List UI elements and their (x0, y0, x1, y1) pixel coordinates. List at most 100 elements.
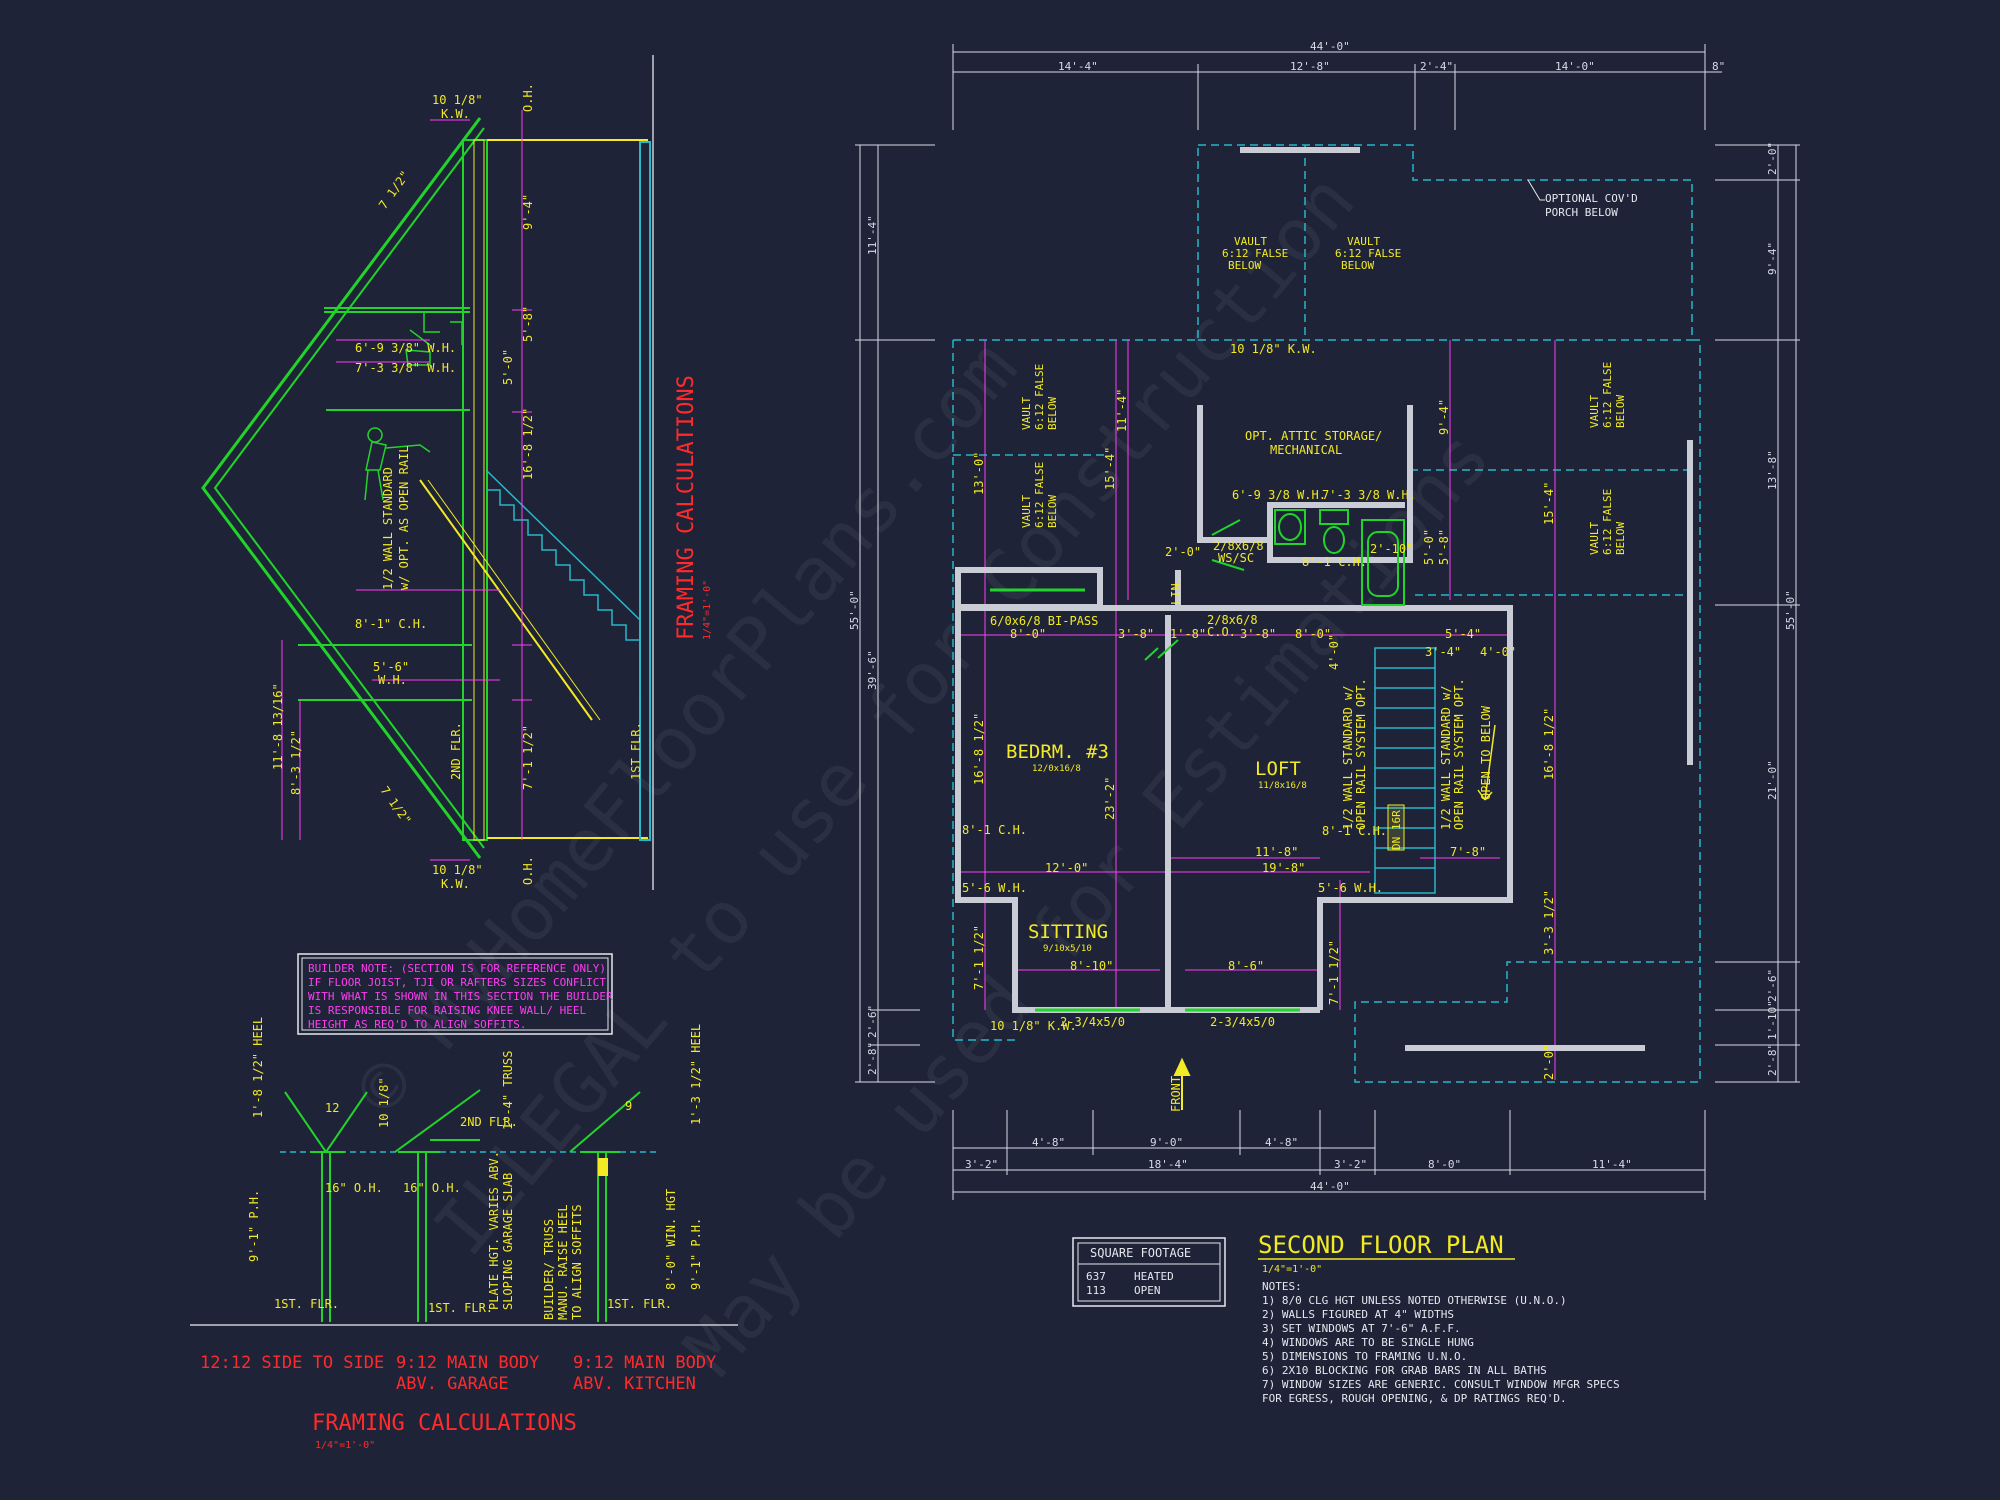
kw-note-2: 10 1/8" K.W. (990, 1019, 1077, 1033)
plan-wh55-1: 5'-6 W.H. (962, 881, 1027, 895)
porch-note-2: PORCH BELOW (1545, 206, 1618, 219)
plan-top-dim-2: 12'-8" (1290, 60, 1330, 73)
plan-right-dim-6: 2'-6" (1766, 969, 1779, 1002)
section-ch: 8'-1" C.H. (355, 617, 427, 631)
section-left-v2: 8'-3 1/2" (289, 730, 303, 795)
inner-dim-21: 15'-4" (1103, 447, 1117, 490)
stair-dn: DN 16R (1390, 810, 1403, 850)
inner-dim-9: 12'-0" (1045, 861, 1088, 875)
bedroom-name: BEDRM. #3 (1006, 741, 1109, 763)
open-below-arrow (1477, 724, 1496, 801)
plan-ch-bed: 8'-1 C.H. (962, 823, 1027, 837)
plan-bottom-dim-8: 11'-4" (1592, 1158, 1632, 1171)
plan-bottom-dim-7: 8'-0" (1428, 1158, 1461, 1171)
inner-dim-5: 8'-0" (1295, 627, 1331, 641)
plan-top-dim-5: 8" (1712, 60, 1725, 73)
note-4: 4) WINDOWS ARE TO BE SINGLE HUNG (1262, 1336, 1474, 1349)
section-v2: 5'-8" (521, 306, 535, 342)
sqft-row-2-label: OPEN (1134, 1284, 1161, 1297)
stair-dn-box (1387, 804, 1405, 851)
calc-truss: 1'-4" TRUSS (501, 1051, 515, 1130)
stair-rail-b (427, 479, 601, 721)
note-6: 6) 2X10 BLOCKING FOR GRAB BARS IN ALL BA… (1262, 1364, 1547, 1377)
inner-dim-17: 13'-0" (972, 452, 986, 495)
sink-figure (405, 311, 463, 366)
inner-dim-23: 15'-4" (1542, 482, 1556, 525)
rail-note-4: OPEN RAIL SYSTEM OPT. (1452, 678, 1466, 830)
vault-1-c: BELOW (1228, 259, 1261, 272)
builder-note-box (297, 953, 613, 1035)
section-v1: 9'-4" (521, 194, 535, 230)
kw-top-dim: 10 1/8" (432, 93, 483, 107)
plan-left-dim-2: 55'-0" (848, 590, 861, 630)
inner-dim-2: 3'-8" (1118, 627, 1154, 641)
inner-dim-1: 8'-0" (1010, 627, 1046, 641)
note-5: 5) DIMENSIONS TO FRAMING U.N.O. (1262, 1350, 1467, 1363)
calc-oh-1: 16" O.H. (325, 1181, 383, 1195)
sitting-name: SITTING (1028, 921, 1108, 943)
calc-flr-3: 1ST. FLR. (607, 1297, 672, 1311)
wsc-door-2: WS/SC (1218, 551, 1254, 565)
inner-dim-30: 2'-0" (1542, 1044, 1556, 1080)
plan-top-total: 44'-0" (1310, 40, 1350, 53)
plan-below-outlines (952, 144, 1701, 1083)
calc-12-label: 12 (325, 1101, 339, 1115)
loft-name: LOFT (1255, 758, 1301, 780)
plan-right-dim-1: 2'-0" (1766, 142, 1779, 175)
roof-outline-inner (213, 127, 485, 849)
note-7: 7) WINDOW SIZES ARE GENERIC. CONSULT WIN… (1262, 1378, 1620, 1391)
vault-1-a: VAULT (1234, 235, 1267, 248)
bottom-scale: 1/4"=1'-0" (315, 1440, 375, 1451)
square-footage-table: SQUARE FOOTAGE 637 HEATED 113 OPEN (1072, 1237, 1226, 1307)
section-1st-flr: 1ST FLR. (629, 722, 643, 780)
open-below: OPEN TO BELOW (1479, 705, 1493, 800)
sqft-row-2-value: 113 (1086, 1284, 1106, 1297)
inner-dim-22: 9'-4" (1437, 399, 1451, 435)
plan-left-dim-4: 2'-6" (866, 1005, 879, 1038)
builder-note: BUILDER NOTE: (SECTION IS FOR REFERENCE … (297, 953, 613, 1035)
plan-wh-1: 6'-9 3/8 W.H. (1232, 488, 1326, 502)
note-2: 2) WALLS FIGURED AT 4" WIDTHS (1262, 1308, 1454, 1321)
vault-4-c: BELOW (1046, 495, 1059, 528)
plan-windows (990, 588, 1300, 1012)
stair-stringer (485, 469, 641, 621)
plan-right-dim-2: 9'-4" (1766, 242, 1779, 275)
co-door: 2/8x6/8 (1207, 613, 1258, 627)
plan-right-dim-5: 21'-0" (1766, 760, 1779, 800)
attic-note-2: MECHANICAL (1270, 443, 1342, 457)
wsc-door: 2/8x6/8 (1213, 539, 1264, 553)
section-wh2: 7'-3 3/8" W.H. (355, 361, 456, 375)
section-wh3: 5'-6" (373, 660, 409, 674)
plan-scale: 1/4"=1'-0" (1262, 1264, 1322, 1275)
inner-dim-26: 5'-8" (1437, 529, 1451, 565)
plan-bottom-dim-6: 3'-2" (1334, 1158, 1367, 1171)
co-door-2: C.O. (1207, 625, 1236, 639)
calc-label-1: 12:12 SIDE TO SIDE (200, 1353, 384, 1373)
builder-note-line-1: BUILDER NOTE: (SECTION IS FOR REFERENCE … (308, 962, 606, 975)
rail-note-1: 1/2 WALL STANDARD w/ (1341, 686, 1355, 831)
oh-bottom: O.H. (521, 856, 535, 885)
plan-top-dim-1: 14'-4" (1058, 60, 1098, 73)
vault-1-b: 6:12 FALSE (1222, 247, 1288, 260)
inner-dim-24: 16'-8 1/2" (1542, 708, 1556, 780)
vault-6-a: VAULT (1588, 522, 1601, 555)
calc-2-rafters (394, 1089, 481, 1322)
vault-5-a: VAULT (1588, 395, 1601, 428)
plan-left-dim-lines (855, 144, 935, 1083)
vault-2-a: VAULT (1347, 235, 1380, 248)
exterior-wall (639, 141, 651, 841)
inner-dim-4: 3'-8" (1240, 627, 1276, 641)
calc-plate-note-2: SLOPING GARAGE SLAB (501, 1173, 515, 1310)
vault-6-b: 6:12 FALSE (1601, 489, 1614, 555)
inner-dim-12: 7'-8" (1450, 845, 1486, 859)
plan-bottom-total: 44'-0" (1310, 1180, 1350, 1193)
plan-right-dim-8: 2'-8" (1766, 1043, 1779, 1076)
calc-label-2-a: 9:12 MAIN BODY (396, 1353, 539, 1373)
calc-builder-1: BUILDER/ TRUSS (542, 1219, 556, 1320)
builder-note-line-5: HEIGHT AS REQ'D TO ALIGN SOFFITS. (308, 1018, 527, 1031)
calc-label-3-b: ABV. KITCHEN (573, 1374, 696, 1394)
calc-builder-3: TO ALIGN SOFFITS (570, 1204, 584, 1320)
calc-3-blocking (598, 1158, 608, 1176)
vault-2-b: 6:12 FALSE (1335, 247, 1401, 260)
plan-left-dim-5: 2'-8" (866, 1042, 879, 1075)
